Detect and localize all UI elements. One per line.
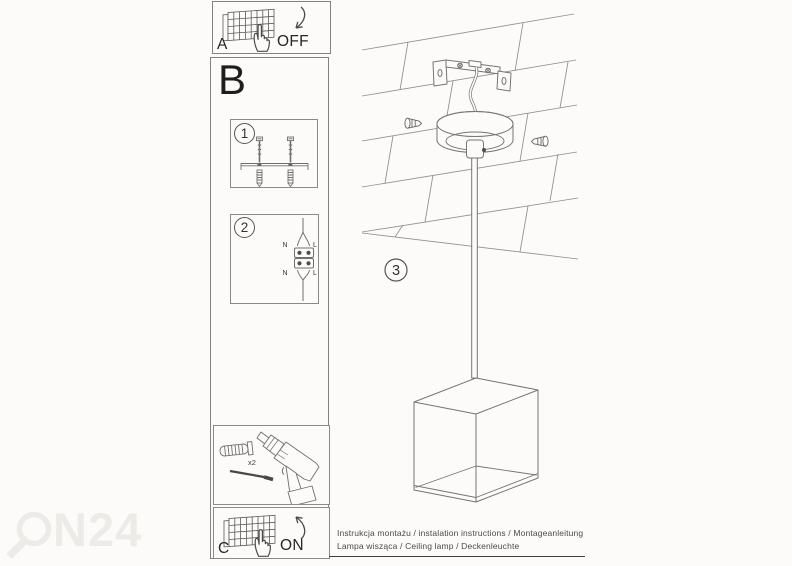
bracket-screws-diagram <box>240 136 309 187</box>
wire-n-bottom-label: N <box>282 270 287 277</box>
bracket-screw-icon <box>457 62 463 69</box>
mounting-bracket <box>432 59 512 92</box>
step-1-box: 1 <box>230 119 318 188</box>
step-2-box: 2 N L <box>230 214 319 304</box>
hand-icon <box>254 529 271 557</box>
pendant-rod <box>471 157 478 379</box>
step-2-badge: 2 <box>234 217 255 238</box>
step-1-badge: 1 <box>234 123 255 144</box>
step-1-number: 1 <box>240 126 249 141</box>
arrow-up-icon <box>295 516 306 540</box>
footer-rule <box>329 556 585 557</box>
cube-shade <box>413 377 539 503</box>
magnifier-o-icon <box>6 511 52 560</box>
arrow-down-icon <box>295 6 306 29</box>
hand-icon <box>253 24 270 52</box>
off-label: OFF <box>277 33 309 50</box>
screw-icon-left <box>404 117 423 129</box>
tools-box: x2 <box>213 425 330 505</box>
cable-gland <box>466 139 486 159</box>
tools-diagram: x2 <box>219 431 320 504</box>
step-b-panel: B 1 <box>210 56 330 559</box>
step-c-label: C <box>218 540 230 557</box>
on-label: ON <box>280 537 304 554</box>
screw-icon-right <box>530 135 549 147</box>
watermark-logo: N24 <box>6 503 142 560</box>
drill-icon <box>256 431 320 504</box>
breaker-panel-icon <box>222 8 275 42</box>
step-b-label: B <box>218 56 247 103</box>
wire-n-top-label: N <box>282 242 287 249</box>
watermark-text: N24 <box>53 503 142 556</box>
canopy <box>436 111 514 153</box>
footer-line-2: Lampa wisząca / Ceiling lamp / Deckenleu… <box>337 540 520 551</box>
breaker-panel-icon <box>223 514 276 548</box>
footer-line-1: Instrukcja montażu / instalation instruc… <box>337 528 584 538</box>
step-3-number: 3 <box>392 263 400 279</box>
wiring-diagram: N L N L <box>282 218 317 301</box>
footer-caption: Instrukcja montażu / instalation instruc… <box>337 527 583 552</box>
wire-l-bottom-label: L <box>313 270 317 277</box>
anchor-quantity-label: x2 <box>248 458 256 467</box>
power-cable <box>468 66 479 114</box>
bracket-screw-icon <box>485 67 491 74</box>
drill-bit-icon <box>229 469 265 479</box>
step-a-box: OFF A <box>212 1 331 54</box>
step-c-box: ON C <box>213 507 330 559</box>
step-2-number: 2 <box>240 220 249 235</box>
wall-plug-icon <box>219 441 254 457</box>
installation-diagram: 3 <box>361 13 579 503</box>
step-3-badge: 3 <box>384 258 408 282</box>
step-a-label: A <box>217 36 228 53</box>
wire-l-top-label: L <box>313 242 317 249</box>
